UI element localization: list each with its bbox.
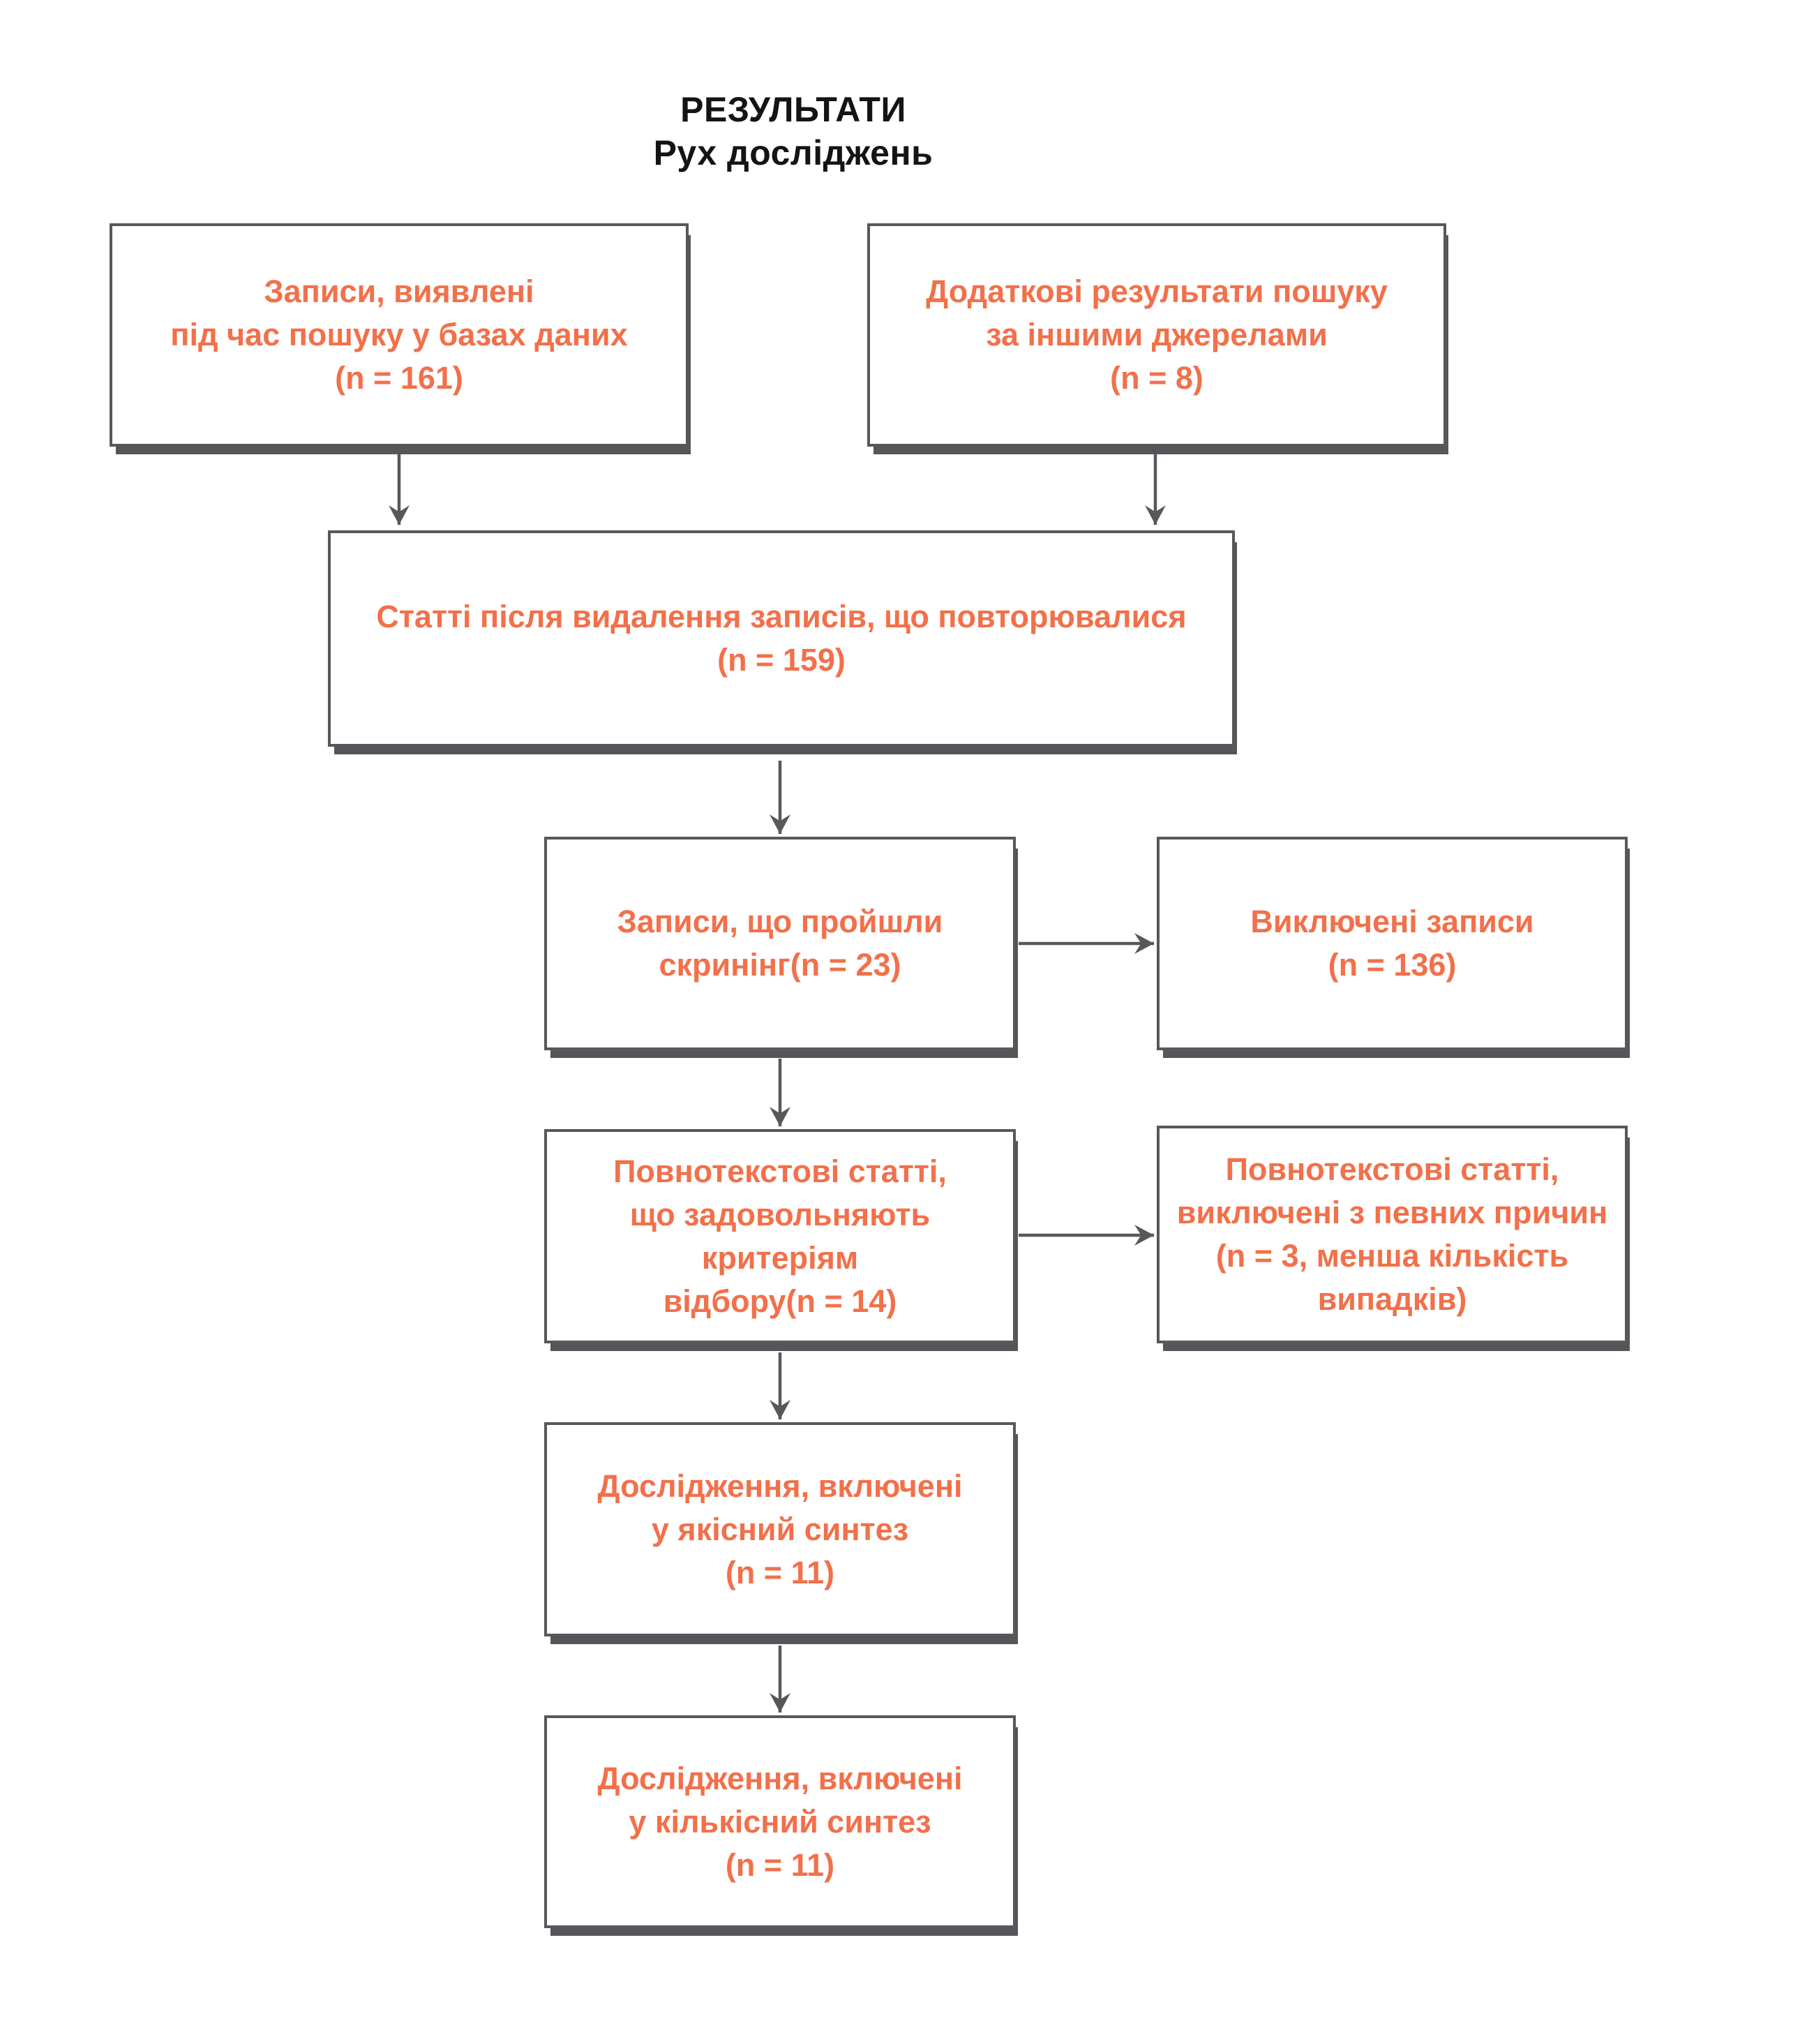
box-qualitative-synthesis: Дослідження, включені у якісний синтез (… [544,1422,1016,1636]
box-after-duplicates-removed: Статті після видалення записів, що повто… [328,530,1235,747]
box-fulltext-assessed: Повнотекстові статті, що задовольняють к… [544,1129,1016,1343]
box-quantitative-synthesis-text: Дослідження, включені у кількісний синте… [597,1760,963,1883]
box-additional-records: Додаткові результати пошуку за іншими дж… [867,223,1446,447]
box-records-identified: Записи, виявлені під час пошуку у базах … [110,223,689,447]
box-after-duplicates-removed-text: Статті після видалення записів, що повто… [376,599,1187,678]
box-quantitative-synthesis: Дослідження, включені у кількісний синте… [544,1715,1016,1928]
box-fulltext-excluded: Повнотекстові статті, виключені з певних… [1157,1126,1628,1343]
box-fulltext-excluded-text: Повнотекстові статті, виключені з певних… [1176,1151,1608,1317]
box-records-excluded: Виключені записи (n = 136) [1157,837,1628,1050]
box-records-identified-text: Записи, виявлені під час пошуку у базах … [170,274,628,396]
title-results: РЕЗУЛЬТАТИ [680,90,906,129]
box-qualitative-synthesis-text: Дослідження, включені у якісний синтез (… [597,1468,963,1590]
diagram-title: РЕЗУЛЬТАТИ Рух досліджень [0,88,1587,174]
box-records-screened-text: Записи, що пройшли скринінг(n = 23) [617,904,943,983]
box-additional-records-text: Додаткові результати пошуку за іншими дж… [926,274,1388,396]
title-study-flow: Рух досліджень [653,133,933,172]
box-records-excluded-text: Виключені записи (n = 136) [1250,904,1534,983]
box-fulltext-assessed-text: Повнотекстові статті, що задовольняють к… [613,1153,947,1319]
box-records-screened: Записи, що пройшли скринінг(n = 23) [544,837,1016,1050]
